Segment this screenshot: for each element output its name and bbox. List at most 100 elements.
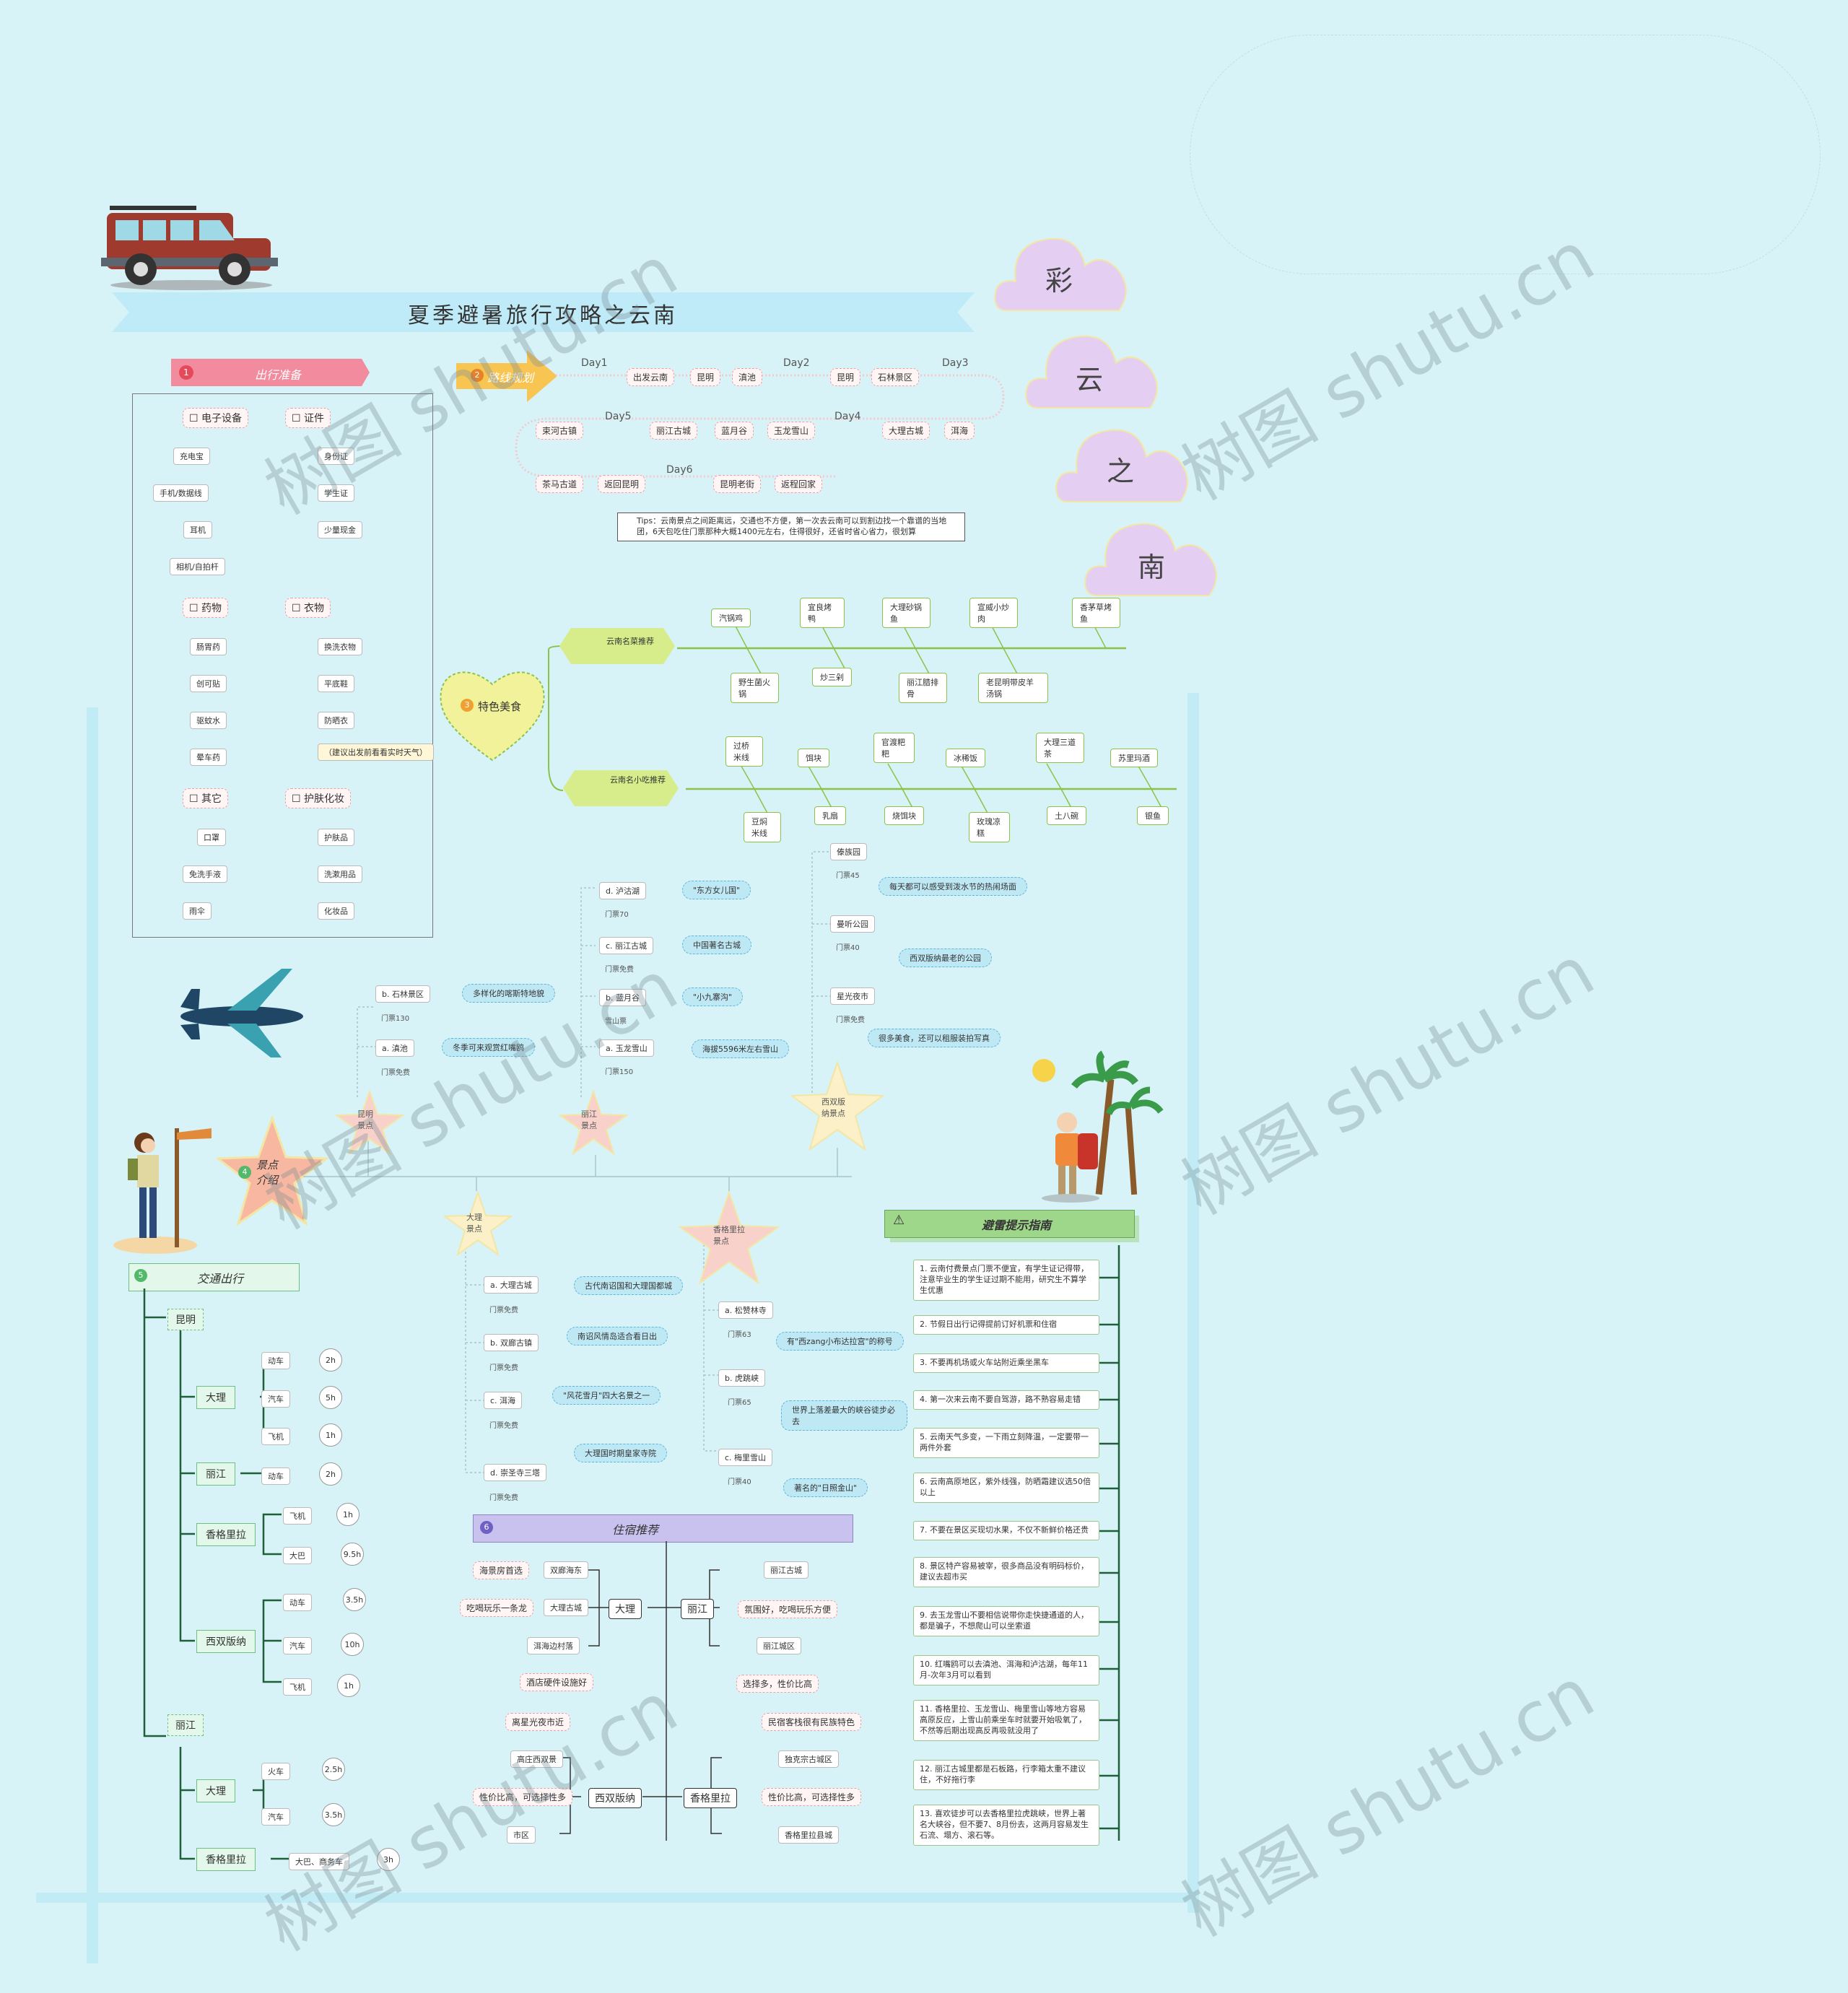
warning-item-6: 6. 云南高原地区，紫外线强，防晒霜建议选50倍以上 [913, 1473, 1099, 1503]
transport-dest[interactable]: 大理 [196, 1386, 235, 1409]
lijiang-spot[interactable]: c. 丽江古城 [599, 937, 654, 954]
shangri-spot[interactable]: b. 虎跳峡 [718, 1369, 765, 1387]
star-node[interactable] [444, 1191, 513, 1256]
dali-spot[interactable]: c. 洱海 [484, 1392, 523, 1409]
transport-dest[interactable]: 香格里拉 [196, 1523, 256, 1546]
xishuang-spot[interactable]: 星光夜市 [830, 987, 875, 1005]
dali-price: 门票免费 [489, 1494, 518, 1502]
route-stop[interactable]: 丽江古城 [650, 422, 698, 440]
route-stop[interactable]: 大理古城 [882, 422, 930, 440]
transport-dest[interactable]: 香格里拉 [196, 1848, 256, 1871]
shangri-spot[interactable]: c. 梅里雪山 [718, 1449, 773, 1466]
route-stop[interactable]: 茶马古道 [536, 475, 584, 493]
lodging-city-dali[interactable]: 大理 [609, 1599, 642, 1619]
prep-header[interactable] [171, 359, 370, 386]
route-stop[interactable]: 洱海 [944, 422, 975, 440]
dali-spot[interactable]: b. 双廊古镇 [484, 1334, 539, 1351]
prep-group-other[interactable]: ☐ 其它 [183, 788, 229, 808]
lodging-area: 大理古城 [544, 1599, 588, 1616]
lodging-header[interactable] [473, 1514, 853, 1543]
lijiang-spot[interactable]: d. 泸沽湖 [599, 882, 646, 899]
prep-item: 雨伞 [183, 902, 212, 920]
route-stop[interactable]: 蓝月谷 [715, 422, 754, 440]
prep-item: 耳机 [183, 521, 212, 538]
frame-left [87, 707, 98, 1963]
cloud-char-3: 之 [1107, 455, 1135, 487]
transport-dest[interactable]: 西双版纳 [196, 1630, 256, 1653]
route-stop[interactable]: 昆明 [690, 368, 721, 386]
cloud-char-1: 彩 [1045, 265, 1073, 297]
shangri-spot[interactable]: a. 松赞林寺 [718, 1301, 773, 1319]
shangri-note: 有"西zang小布达拉宫"的称号 [776, 1332, 904, 1351]
route-stop[interactable]: 返程回家 [775, 475, 823, 493]
star-node[interactable] [679, 1191, 780, 1285]
xishuang-note: 每天都可以感受到泼水节的热闹场面 [879, 877, 1027, 896]
route-stop[interactable]: 出发云南 [627, 368, 675, 386]
kunming-spot[interactable]: b. 石林景区 [375, 985, 430, 1003]
lijiang-price: 门票免费 [605, 966, 634, 974]
transport-from-kunming[interactable]: 昆明 [167, 1309, 204, 1330]
food-dish: 香茅草烤鱼 [1072, 598, 1120, 628]
lodging-city-shangri[interactable]: 香格里拉 [684, 1788, 737, 1808]
star-node[interactable] [559, 1090, 628, 1155]
warnings-header[interactable] [884, 1210, 1135, 1238]
prep-item: 晕车药 [190, 749, 227, 766]
route-stop[interactable]: 昆明 [830, 368, 861, 386]
route-stop[interactable]: 昆明老街 [713, 475, 762, 493]
car-icon [101, 206, 278, 290]
star-node[interactable] [336, 1090, 404, 1155]
lodging-city-xishuang[interactable]: 西双版纳 [588, 1788, 642, 1808]
transport-time: 1h [319, 1423, 342, 1447]
dali-spot[interactable]: a. 大理古城 [484, 1276, 539, 1294]
food-cat1[interactable] [559, 628, 675, 664]
xishuang-price: 门票40 [836, 944, 860, 952]
lodging-note: 酒店硬件设施好 [520, 1673, 594, 1691]
prep-item: 驱蚊水 [190, 712, 227, 729]
prep-item: 手机/数据线 [153, 484, 209, 502]
food-cat2[interactable] [563, 770, 679, 806]
prep-group-electronics[interactable]: ☐ 电子设备 [183, 408, 249, 428]
route-stop[interactable]: 束河古镇 [536, 422, 584, 440]
xishuang-spot[interactable]: 曼听公园 [830, 915, 875, 933]
food-heart-node[interactable] [437, 663, 549, 764]
food-snack: 烧饵块 [884, 806, 924, 825]
prep-group-clothes[interactable]: ☐ 衣物 [285, 598, 331, 618]
prep-group-medicine[interactable]: ☐ 药物 [183, 598, 229, 618]
shangri-price: 门票63 [728, 1331, 751, 1339]
lodging-area: 丽江古城 [764, 1561, 808, 1579]
transport-dest[interactable]: 丽江 [196, 1462, 235, 1486]
route-title: 路线规划 [487, 371, 534, 385]
route-day: Day1 [581, 357, 608, 369]
lodging-area: 双廊海东 [544, 1561, 588, 1579]
route-day: Day3 [942, 357, 969, 369]
transport-header[interactable] [128, 1263, 300, 1291]
transport-from-lijiang[interactable]: 丽江 [167, 1714, 204, 1736]
kunming-spot[interactable]: a. 滇池 [375, 1039, 414, 1057]
lodging-note: 离星光夜市近 [505, 1713, 571, 1731]
route-stop[interactable]: 返回昆明 [598, 475, 646, 493]
prep-group-documents[interactable]: ☐ 证件 [285, 408, 331, 428]
prep-item: 洗漱用品 [318, 865, 362, 883]
food-branches [548, 620, 1177, 816]
lijiang-spot[interactable]: a. 玉龙雪山 [599, 1039, 654, 1057]
route-day: Day5 [605, 411, 632, 422]
transport-time: 2.5h [322, 1758, 345, 1781]
lodging-city-lijiang[interactable]: 丽江 [681, 1599, 714, 1619]
xishuang-spot[interactable]: 傣族园 [830, 843, 867, 860]
route-stop[interactable]: 石林景区 [871, 368, 920, 386]
lijiang-note: 中国著名古城 [682, 936, 751, 954]
dali-spot[interactable]: d. 崇圣寺三塔 [484, 1464, 546, 1481]
transport-mode: 飞机 [283, 1507, 312, 1525]
shangri-price: 门票40 [728, 1478, 751, 1486]
star-node[interactable] [790, 1061, 884, 1151]
transport-dest[interactable]: 大理 [196, 1779, 235, 1802]
route-stop[interactable]: 玉龙雪山 [767, 422, 816, 440]
transport-mode: 飞机 [261, 1428, 290, 1445]
food-snack: 大理三道茶 [1036, 733, 1084, 763]
route-stop[interactable]: 滇池 [732, 368, 763, 386]
scenery-star-node[interactable] [217, 1115, 328, 1231]
dashed-outline [1190, 35, 1821, 274]
lijiang-spot[interactable]: b. 蓝月谷 [599, 989, 646, 1006]
lodging-area: 高庄西双景 [510, 1750, 563, 1768]
prep-group-skincare[interactable]: ☐ 护肤化妆 [285, 788, 352, 808]
